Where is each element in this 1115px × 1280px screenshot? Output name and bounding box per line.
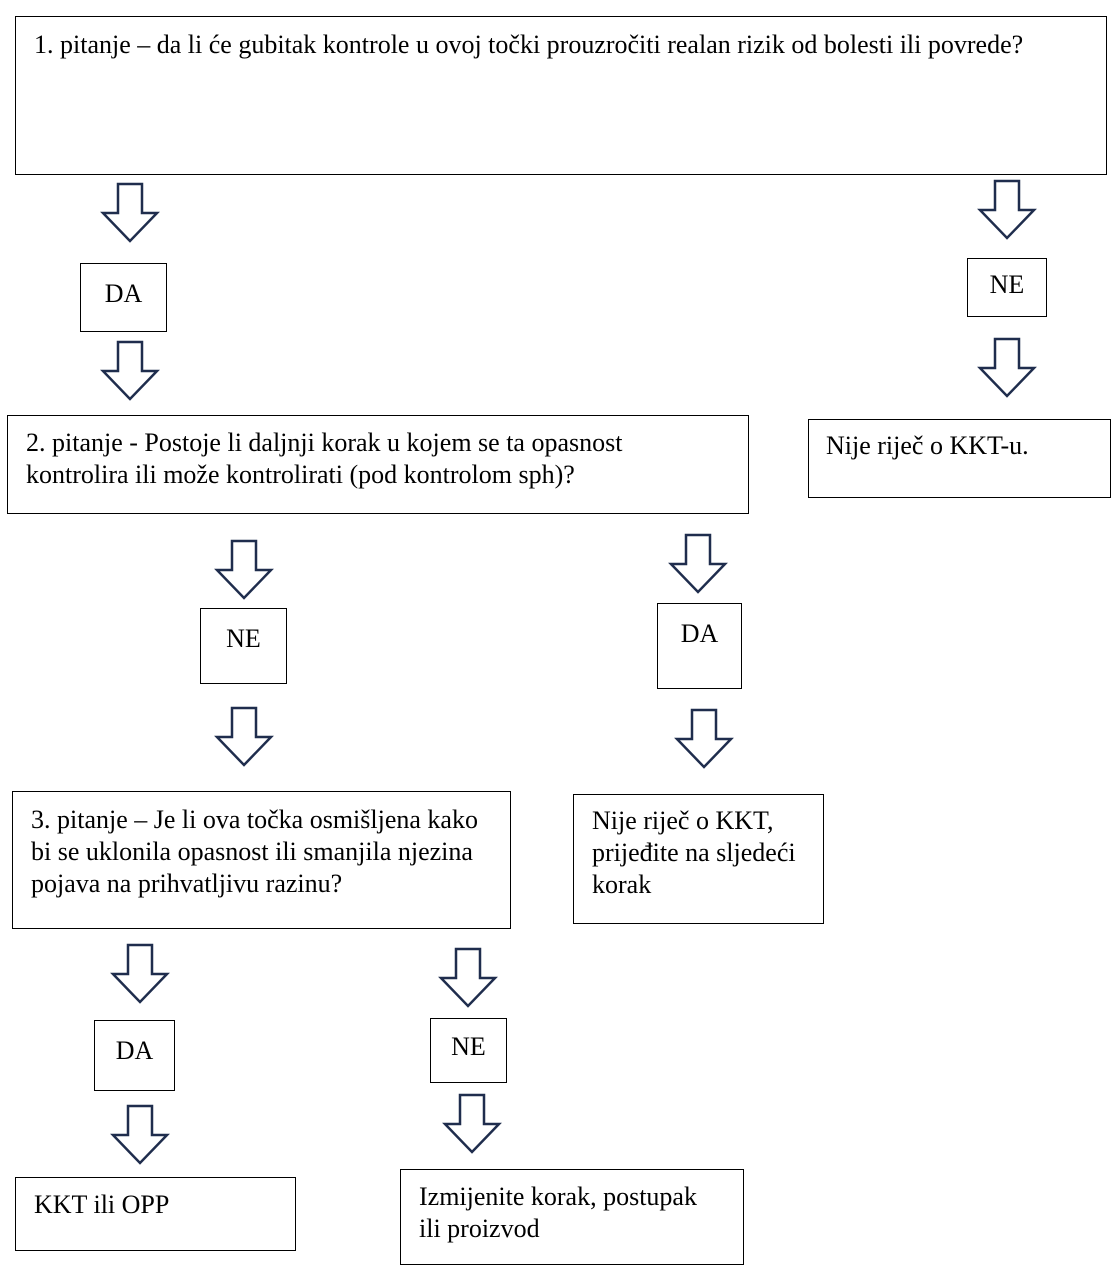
question-1-text: 1. pitanje – da li će gubitak kontrole u… xyxy=(34,30,1024,59)
q3-no-label: NE xyxy=(451,1032,486,1061)
q3-yes-result-box: KKT ili OPP xyxy=(15,1177,296,1251)
q3-no-result-text: Izmijenite korak, postupak ili proizvod xyxy=(419,1182,697,1243)
arrow-down-icon xyxy=(977,179,1037,240)
q2-no-box: NE xyxy=(200,608,287,684)
question-3-text: 3. pitanje – Je li ova točka osmišljena … xyxy=(31,805,478,898)
question-2-text: 2. pitanje - Postoje li daljnji korak u … xyxy=(26,428,623,489)
q3-yes-box: DA xyxy=(94,1020,175,1091)
q1-yes-label: DA xyxy=(104,279,143,308)
arrow-down-icon xyxy=(977,337,1037,398)
question-2-box: 2. pitanje - Postoje li daljnji korak u … xyxy=(7,415,749,514)
arrow-down-icon xyxy=(110,1104,170,1165)
arrow-down-icon xyxy=(214,706,274,767)
q1-no-label: NE xyxy=(989,270,1025,299)
q1-no-result-box: Nije riječ o KKT-u. xyxy=(808,419,1111,498)
arrow-down-icon xyxy=(214,539,274,600)
arrow-down-icon xyxy=(438,947,498,1008)
question-3-box: 3. pitanje – Je li ova točka osmišljena … xyxy=(12,791,511,929)
arrow-down-icon xyxy=(110,943,170,1004)
q3-yes-result-text: KKT ili OPP xyxy=(34,1190,170,1219)
arrow-down-icon xyxy=(668,533,728,594)
q2-yes-result-text: Nije riječ o KKT, prijeđite na sljedeći … xyxy=(592,806,796,899)
q1-no-result-text: Nije riječ o KKT-u. xyxy=(826,431,1029,460)
q1-yes-box: DA xyxy=(80,263,167,332)
q2-no-label: NE xyxy=(226,624,261,653)
arrow-down-icon xyxy=(442,1093,502,1154)
q2-yes-result-box: Nije riječ o KKT, prijeđite na sljedeći … xyxy=(573,794,824,924)
arrow-down-icon xyxy=(100,182,160,243)
q1-no-box: NE xyxy=(967,258,1047,317)
q3-yes-label: DA xyxy=(115,1036,154,1065)
q2-yes-label: DA xyxy=(680,619,719,648)
q2-yes-box: DA xyxy=(657,603,742,689)
q3-no-result-box: Izmijenite korak, postupak ili proizvod xyxy=(400,1169,744,1265)
arrow-down-icon xyxy=(100,340,160,401)
arrow-down-icon xyxy=(674,708,734,769)
q3-no-box: NE xyxy=(430,1018,507,1083)
question-1-box: 1. pitanje – da li će gubitak kontrole u… xyxy=(15,16,1107,175)
